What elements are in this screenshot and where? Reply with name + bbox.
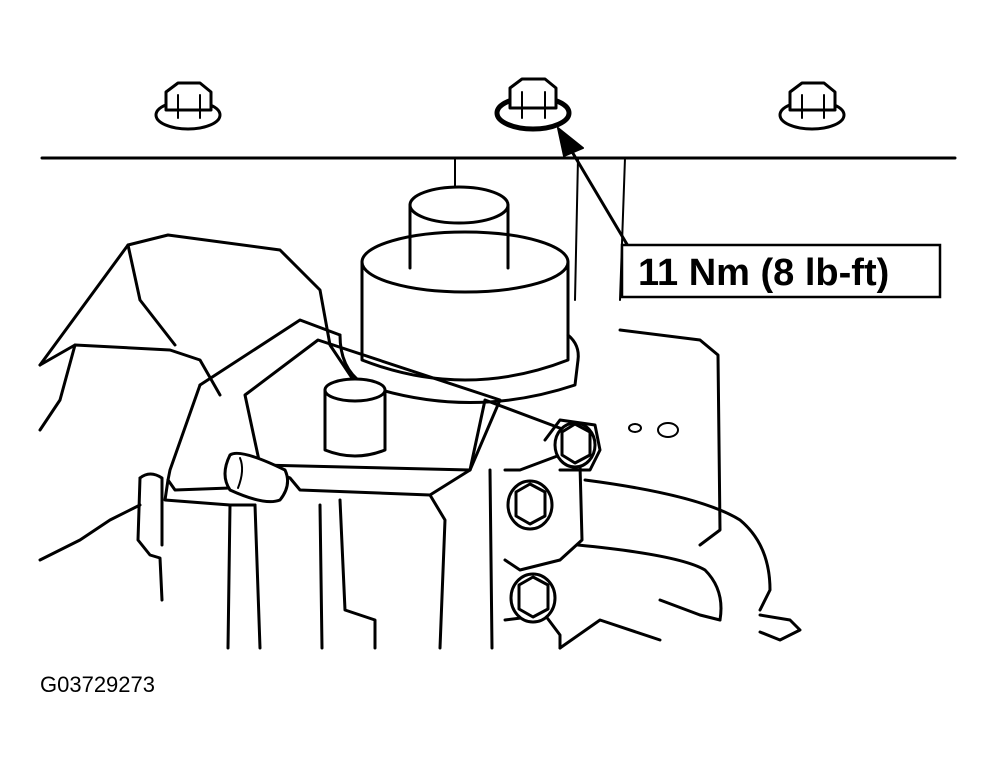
figure-id: G03729273 [40, 672, 155, 697]
right-bracket [618, 328, 722, 547]
lower-side-bolt-icon [509, 572, 557, 624]
base-housing [163, 318, 572, 650]
flange [338, 333, 580, 404]
side-pin [223, 451, 290, 504]
middle-side-bolt-icon [506, 479, 554, 531]
torque-label: 11 Nm (8 lb-ft) [638, 252, 889, 294]
right-bolt-icon [778, 81, 846, 131]
left-bracket [38, 233, 362, 432]
leader-arrow [557, 127, 630, 248]
left-bolt-icon [154, 81, 222, 131]
upper-side-bolt-icon [553, 421, 597, 469]
left-clip [38, 472, 164, 602]
torque-callout: 11 Nm (8 lb-ft) [620, 243, 942, 299]
port-fitting [323, 377, 387, 458]
reservoir-body [360, 223, 570, 382]
center-bolt-icon [494, 77, 572, 132]
bent-tube [558, 478, 802, 650]
